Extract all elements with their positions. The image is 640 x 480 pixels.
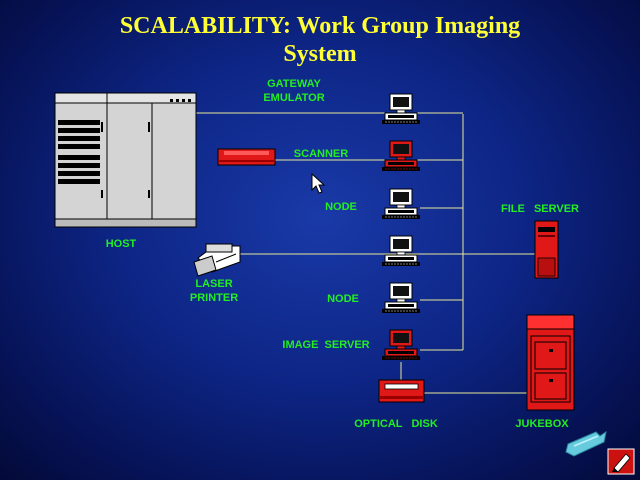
laser-printer-icon [193,243,241,277]
optical-disk-icon [378,379,425,403]
workstation-icon-gateway [381,93,421,125]
workstation-icon-image-server [381,329,421,361]
mouse-pointer-icon [311,172,326,194]
label-scanner: SCANNER [293,148,349,160]
label-host: HOST [105,238,137,250]
workstation-icon-printer [381,235,421,267]
title-line-1: SCALABILITY: Work Group Imaging [119,13,521,39]
nav-arrow-icon[interactable] [565,430,607,457]
connector-lines [196,112,535,394]
label-file-server: FILE SERVER [500,203,580,215]
page-title: SCALABILITY: Work Group Imaging System [0,12,640,68]
host-computer-icon [54,92,197,228]
label-node-1: NODE [325,201,357,213]
label-gateway-emulator: GATEWAY EMULATOR [256,77,332,105]
scanner-icon [217,148,276,166]
label-jukebox: JUKEBOX [515,418,569,430]
label-node-2: NODE [327,293,359,305]
label-gateway-line-1: GATEWAY [267,78,321,90]
pen-tool-icon[interactable] [607,448,635,475]
workstation-icon-node-1 [381,188,421,220]
file-server-icon [534,220,559,279]
workstation-icon-scanner [381,140,421,172]
jukebox-icon [526,314,575,411]
label-optical-disk: OPTICAL DISK [354,418,438,430]
title-line-2: System [283,41,357,67]
workstation-icon-node-2 [381,282,421,314]
label-gateway-line-2: EMULATOR [263,92,325,104]
label-laser-line-1: LASER [195,278,233,290]
label-image-server: IMAGE SERVER [282,339,370,351]
label-laser-printer: LASER PRINTER [180,277,248,305]
label-laser-line-2: PRINTER [189,292,239,304]
